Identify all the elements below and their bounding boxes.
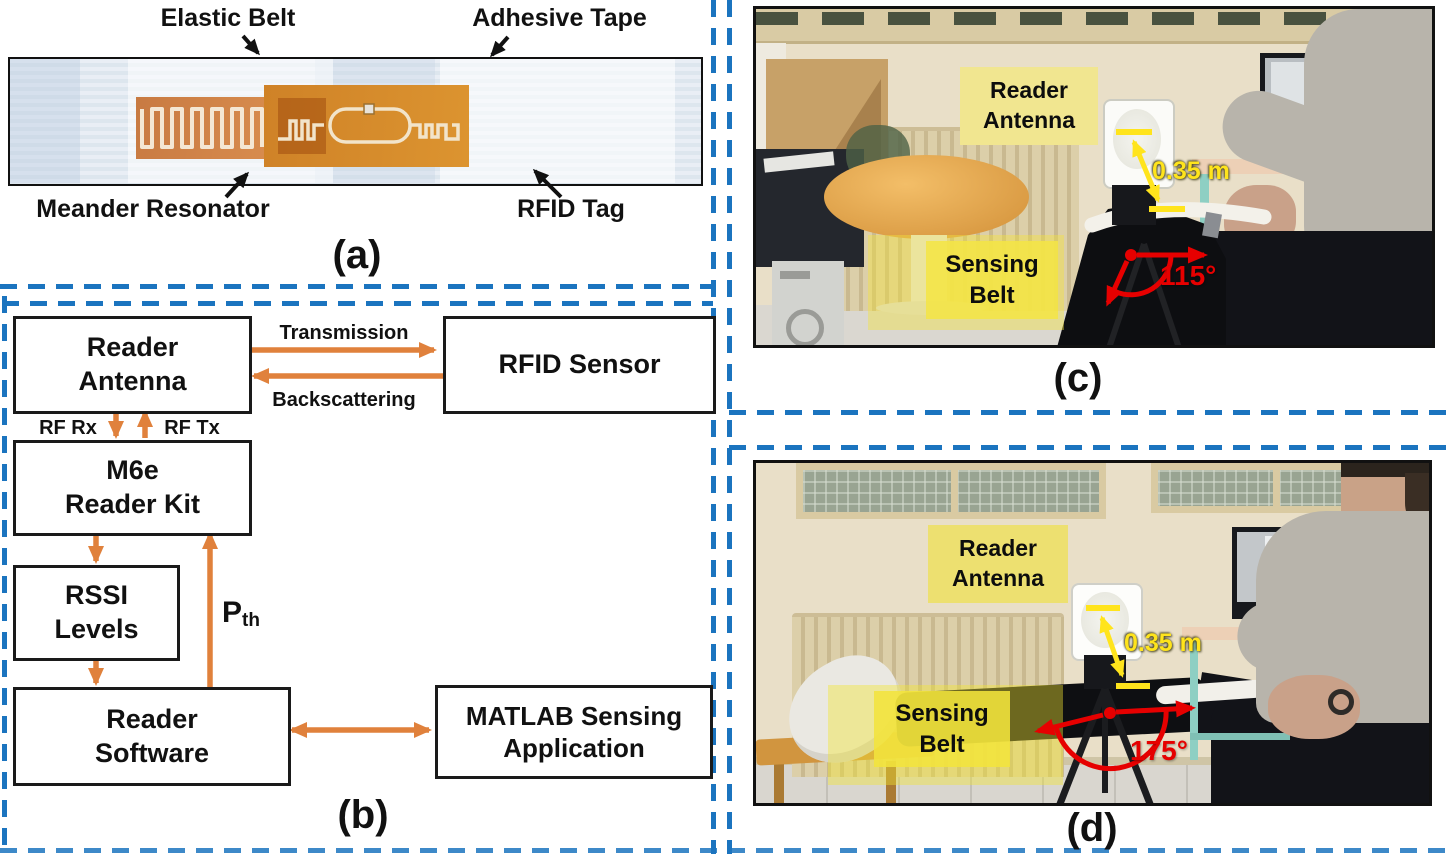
desk-leg xyxy=(1190,640,1198,760)
meander-trace xyxy=(140,107,264,149)
angle-text-c: 115° xyxy=(1160,260,1217,291)
window xyxy=(796,463,1106,519)
label-sensing-belt-c: Sensing Belt xyxy=(926,241,1058,319)
box-reader-software: Reader Software xyxy=(13,687,291,786)
box-rssi-levels: RSSI Levels xyxy=(13,565,180,661)
chair-leg xyxy=(774,759,784,803)
label-backscattering: Backscattering xyxy=(272,389,416,411)
window-post xyxy=(951,470,958,512)
meander-resonator xyxy=(136,97,272,159)
photo-knee-115: Reader Antenna Sensing Belt 0.35 m 115° xyxy=(753,6,1435,348)
wooden-table xyxy=(824,155,1029,239)
label-pth: Pth xyxy=(222,596,260,632)
label-meander-resonator: Meander Resonator xyxy=(36,195,270,223)
caption-b: (b) xyxy=(337,793,389,837)
caption-c: (c) xyxy=(1053,356,1103,400)
photo-belt xyxy=(8,57,703,186)
angle-text-d: 175° xyxy=(1130,735,1188,766)
pc-fan xyxy=(786,309,824,345)
divider-a-bottom xyxy=(0,284,713,289)
bracelet xyxy=(1328,689,1354,715)
label-elastic-belt: Elastic Belt xyxy=(160,4,296,32)
caption-a: (a) xyxy=(332,233,382,277)
divider-vertical-left xyxy=(711,0,716,854)
box-matlab-application: MATLAB Sensing Application xyxy=(435,685,713,779)
pc-tower xyxy=(772,261,844,345)
divider-b-top xyxy=(2,301,713,306)
annotations-d xyxy=(1034,605,1196,772)
divider-left-edge xyxy=(2,296,7,854)
box-reader-antenna: Reader Antenna xyxy=(13,316,252,414)
divider-vertical-right xyxy=(727,0,732,854)
divider-bottom-edge xyxy=(0,848,1448,853)
rfid-tag xyxy=(264,85,469,167)
label-rfid-tag: RFID Tag xyxy=(517,195,625,223)
label-adhesive-tape: Adhesive Tape xyxy=(472,4,647,32)
label-transmission: Transmission xyxy=(279,322,409,344)
label-reader-antenna-d: Reader Antenna xyxy=(928,525,1068,603)
rfid-tag-trace xyxy=(278,103,460,144)
window-post xyxy=(1273,470,1280,506)
divider-d-top xyxy=(729,445,1448,450)
label-sensing-belt-d: Sensing Belt xyxy=(874,691,1010,767)
chair-leg xyxy=(886,761,896,803)
box-rfid-sensor: RFID Sensor xyxy=(443,316,716,414)
label-reader-antenna-c: Reader Antenna xyxy=(960,67,1098,145)
skirting xyxy=(756,757,1429,765)
caption-d: (d) xyxy=(1066,806,1118,850)
box-m6e-reader-kit: M6e Reader Kit xyxy=(13,440,252,536)
adhesive-tape-region xyxy=(440,59,675,183)
desk-crossbar xyxy=(1190,733,1290,740)
annotations-c xyxy=(1105,129,1208,307)
label-rf-tx: RF Tx xyxy=(164,417,220,439)
pc-slot xyxy=(780,271,810,279)
divider-c-bottom xyxy=(729,410,1448,415)
leg-scene xyxy=(1057,202,1272,345)
window-vents xyxy=(756,12,1432,25)
belt-shade-band xyxy=(10,59,80,183)
distance-text-d: 0.35 m xyxy=(1124,629,1202,657)
pth-main: P xyxy=(222,596,243,629)
pth-sub: th xyxy=(242,610,260,631)
distance-text-c: 0.35 m xyxy=(1152,157,1230,185)
label-rf-rx: RF Rx xyxy=(39,417,97,439)
photo-knee-175: Reader Antenna Sensing Belt 0.35 m 175° xyxy=(753,460,1432,806)
